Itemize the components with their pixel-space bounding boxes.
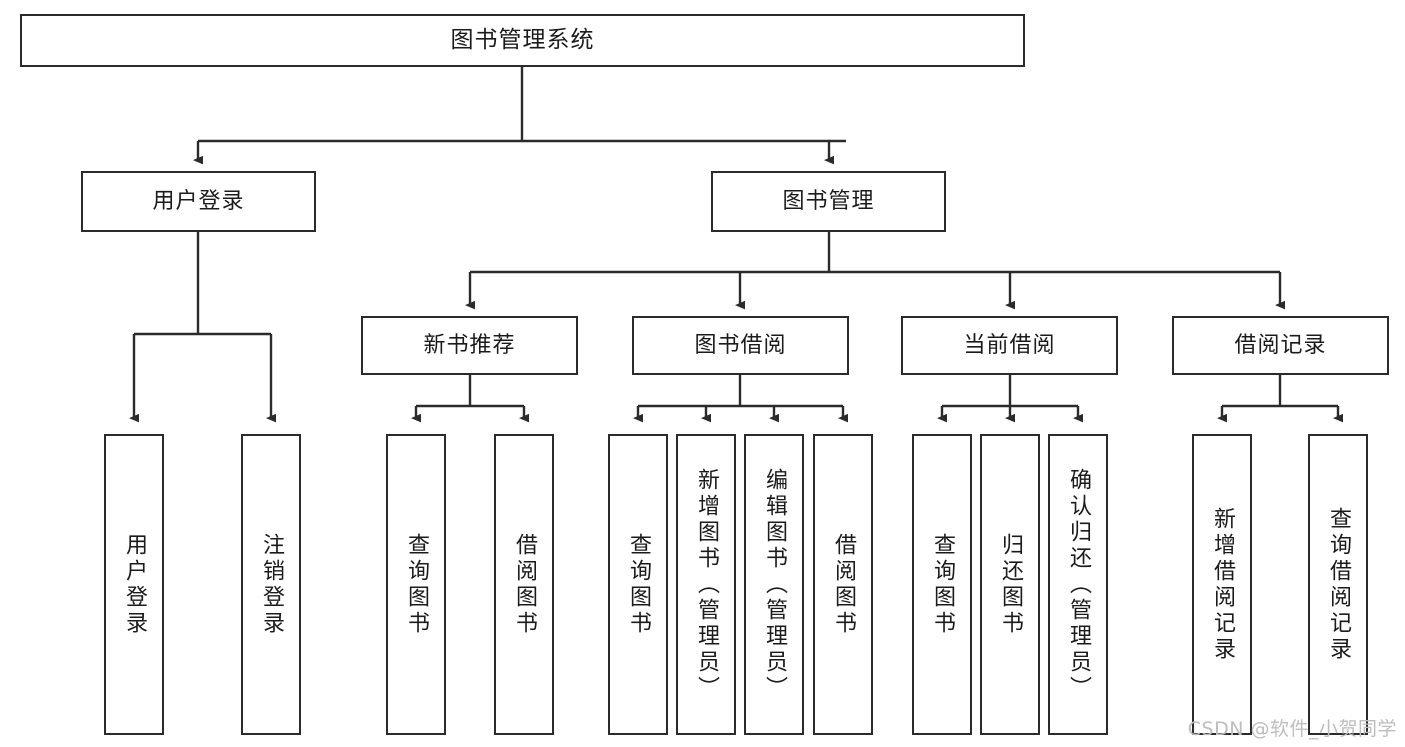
node-label: 查询借阅记录 [1326,506,1351,663]
node-borrow-record[interactable]: 借阅记录 [1172,316,1389,375]
leaf-query-borrow-record[interactable]: 查询借阅记录 [1308,434,1368,735]
node-label: 当前借阅 [963,332,1056,358]
node-label: 注销登录 [259,532,284,637]
leaf-confirm-return-admin[interactable]: 确认归还（管理员） [1048,434,1108,735]
node-current-borrow[interactable]: 当前借阅 [901,316,1118,375]
leaf-add-book-admin[interactable]: 新增图书（管理员） [676,434,736,735]
node-label: 查询图书 [930,532,955,637]
node-label: 新书推荐 [423,332,516,358]
leaf-borrow-book-1[interactable]: 借阅图书 [494,434,554,735]
node-new-book-recommend[interactable]: 新书推荐 [361,316,578,375]
node-label: 确认归还（管理员） [1066,467,1091,702]
node-book-borrow[interactable]: 图书借阅 [632,316,849,375]
node-label: 查询图书 [626,532,651,637]
node-label: 借阅图书 [512,532,537,637]
node-label: 借阅图书 [831,532,856,637]
node-book-management[interactable]: 图书管理 [711,171,946,232]
leaf-add-borrow-record[interactable]: 新增借阅记录 [1192,434,1252,735]
node-label: 图书管理 [782,188,875,214]
node-label: 新增借阅记录 [1210,506,1235,663]
leaf-query-book-2[interactable]: 查询图书 [608,434,668,735]
leaf-user-login[interactable]: 用户登录 [104,434,164,735]
leaf-return-book[interactable]: 归还图书 [980,434,1040,735]
leaf-query-book-3[interactable]: 查询图书 [912,434,972,735]
node-label: 图书借阅 [694,332,787,358]
node-label: 新增图书（管理员） [694,467,719,702]
node-label: 查询图书 [404,532,429,637]
node-label: 借阅记录 [1234,332,1327,358]
node-user-login[interactable]: 用户登录 [81,171,316,232]
watermark-text: CSDN @软件_小贺同学 [1187,718,1397,740]
node-label: 图书管理系统 [450,26,595,53]
node-label: 用户登录 [122,532,147,637]
leaf-edit-book-admin[interactable]: 编辑图书（管理员） [744,434,804,735]
node-label: 归还图书 [998,532,1023,637]
leaf-logout-login[interactable]: 注销登录 [241,434,301,735]
leaf-query-book-1[interactable]: 查询图书 [386,434,446,735]
node-label: 用户登录 [152,188,245,214]
leaf-borrow-book-2[interactable]: 借阅图书 [813,434,873,735]
node-label: 编辑图书（管理员） [762,467,787,702]
node-root-book-management-system[interactable]: 图书管理系统 [20,14,1025,67]
